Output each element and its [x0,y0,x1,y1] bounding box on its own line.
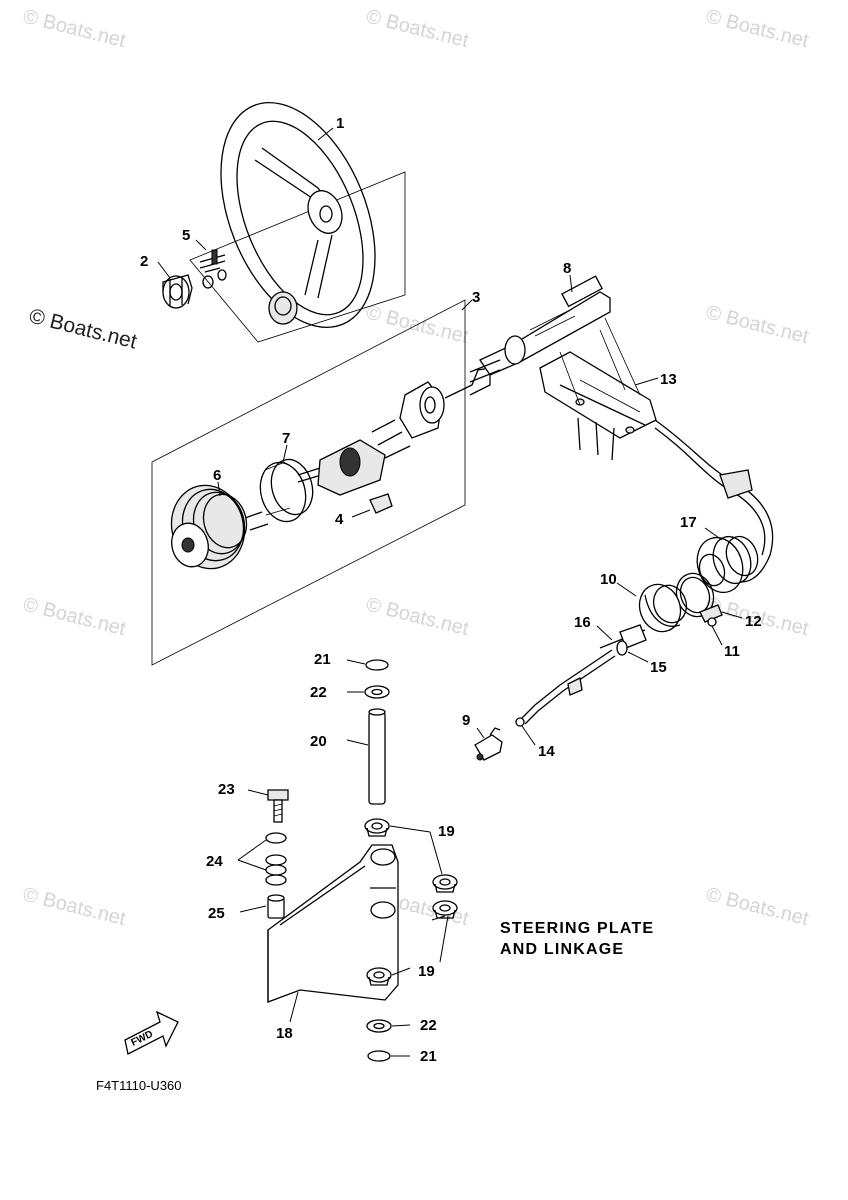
watermark-lower-left: © Boats.net [21,594,128,641]
callout-20: 20 [310,733,327,750]
callout-5: 5 [182,227,190,244]
watermark-bottom-right: © Boats.net [704,884,811,931]
washer-bottom[interactable] [366,1019,392,1033]
diagram-code: F4T1110-U360 [96,1078,182,1093]
callout-17: 17 [680,514,697,531]
push-rod[interactable] [515,624,647,727]
washer-top[interactable] [364,685,390,699]
callout-numbers: 1 2 3 4 5 6 7 8 9 10 11 12 13 14 15 16 1… [140,115,762,1065]
bushing-right-upper[interactable] [432,874,458,893]
control-cable [654,419,774,583]
callout-22-top: 22 [310,684,327,701]
bushing-bottom[interactable] [366,967,392,986]
helm-mechanism[interactable] [297,367,491,496]
circlip-top[interactable] [365,659,389,671]
callout-19-upper: 19 [438,823,455,840]
callout-10: 10 [600,571,617,588]
fwd-arrow: FWD [124,1010,179,1055]
leader-lines [157,127,743,1057]
diagram-title-line-1: STEERING PLATE [500,920,654,937]
callout-4: 4 [335,511,344,528]
callout-2: 2 [140,253,148,270]
callout-7: 7 [282,430,290,447]
callout-13: 13 [660,371,677,388]
watermark-left-dark: © Boats.net [27,305,139,354]
bolt[interactable] [267,789,289,823]
callout-3: 3 [472,289,480,306]
bezel-ring[interactable] [244,455,319,531]
steering-plate[interactable] [267,844,399,1003]
callout-25: 25 [208,905,225,922]
spring-washer-stack[interactable] [265,854,287,886]
watermark-bottom-left: © Boats.net [21,884,128,931]
rod-end-joint[interactable] [474,727,503,761]
callout-6: 6 [213,467,221,484]
callout-19-lower: 19 [418,963,435,980]
callout-16: 16 [574,614,591,631]
helm-cover[interactable] [162,477,253,577]
callout-11: 11 [724,643,740,660]
watermark-top-right: © Boats.net [704,6,811,53]
bushing-right-lower[interactable] [432,900,458,919]
callout-18: 18 [276,1025,293,1042]
cable-clamp [719,469,753,499]
callout-21-bottom: 21 [420,1048,437,1065]
watermarks: © Boats.net © Boats.net © Boats.net © Bo… [21,6,811,931]
washer-upper[interactable] [265,832,287,844]
callout-24: 24 [206,853,223,870]
callout-8: 8 [563,260,571,277]
callout-12: 12 [745,613,762,630]
watermark-mid-right: © Boats.net [704,302,811,349]
callout-23: 23 [218,781,235,798]
diagram-title-line-2: AND LINKAGE [500,941,624,958]
collar[interactable] [267,894,285,919]
callout-21-top: 21 [314,651,331,668]
callout-9: 9 [462,712,470,729]
small-bracket[interactable] [369,493,393,514]
rod-boot[interactable] [633,579,692,638]
bellows-boot[interactable] [690,531,763,599]
nut-washer-set[interactable] [199,249,227,289]
pivot-shaft[interactable] [368,708,386,805]
wheel-nut-cap[interactable] [162,274,193,309]
callout-15: 15 [650,659,667,676]
control-rod-unit[interactable] [469,275,611,383]
helm-assembly-panel [151,299,466,666]
steering-wheel[interactable] [191,80,406,350]
callout-22-bottom: 22 [420,1017,437,1034]
callout-14: 14 [538,743,555,760]
circlip-bottom[interactable] [367,1050,391,1062]
watermark-top-left: © Boats.net [21,6,128,53]
bushing-top-left[interactable] [364,818,390,837]
watermark-top-center: © Boats.net [364,6,471,53]
callout-1: 1 [336,115,344,132]
watermark-lower-center: © Boats.net [364,594,471,641]
